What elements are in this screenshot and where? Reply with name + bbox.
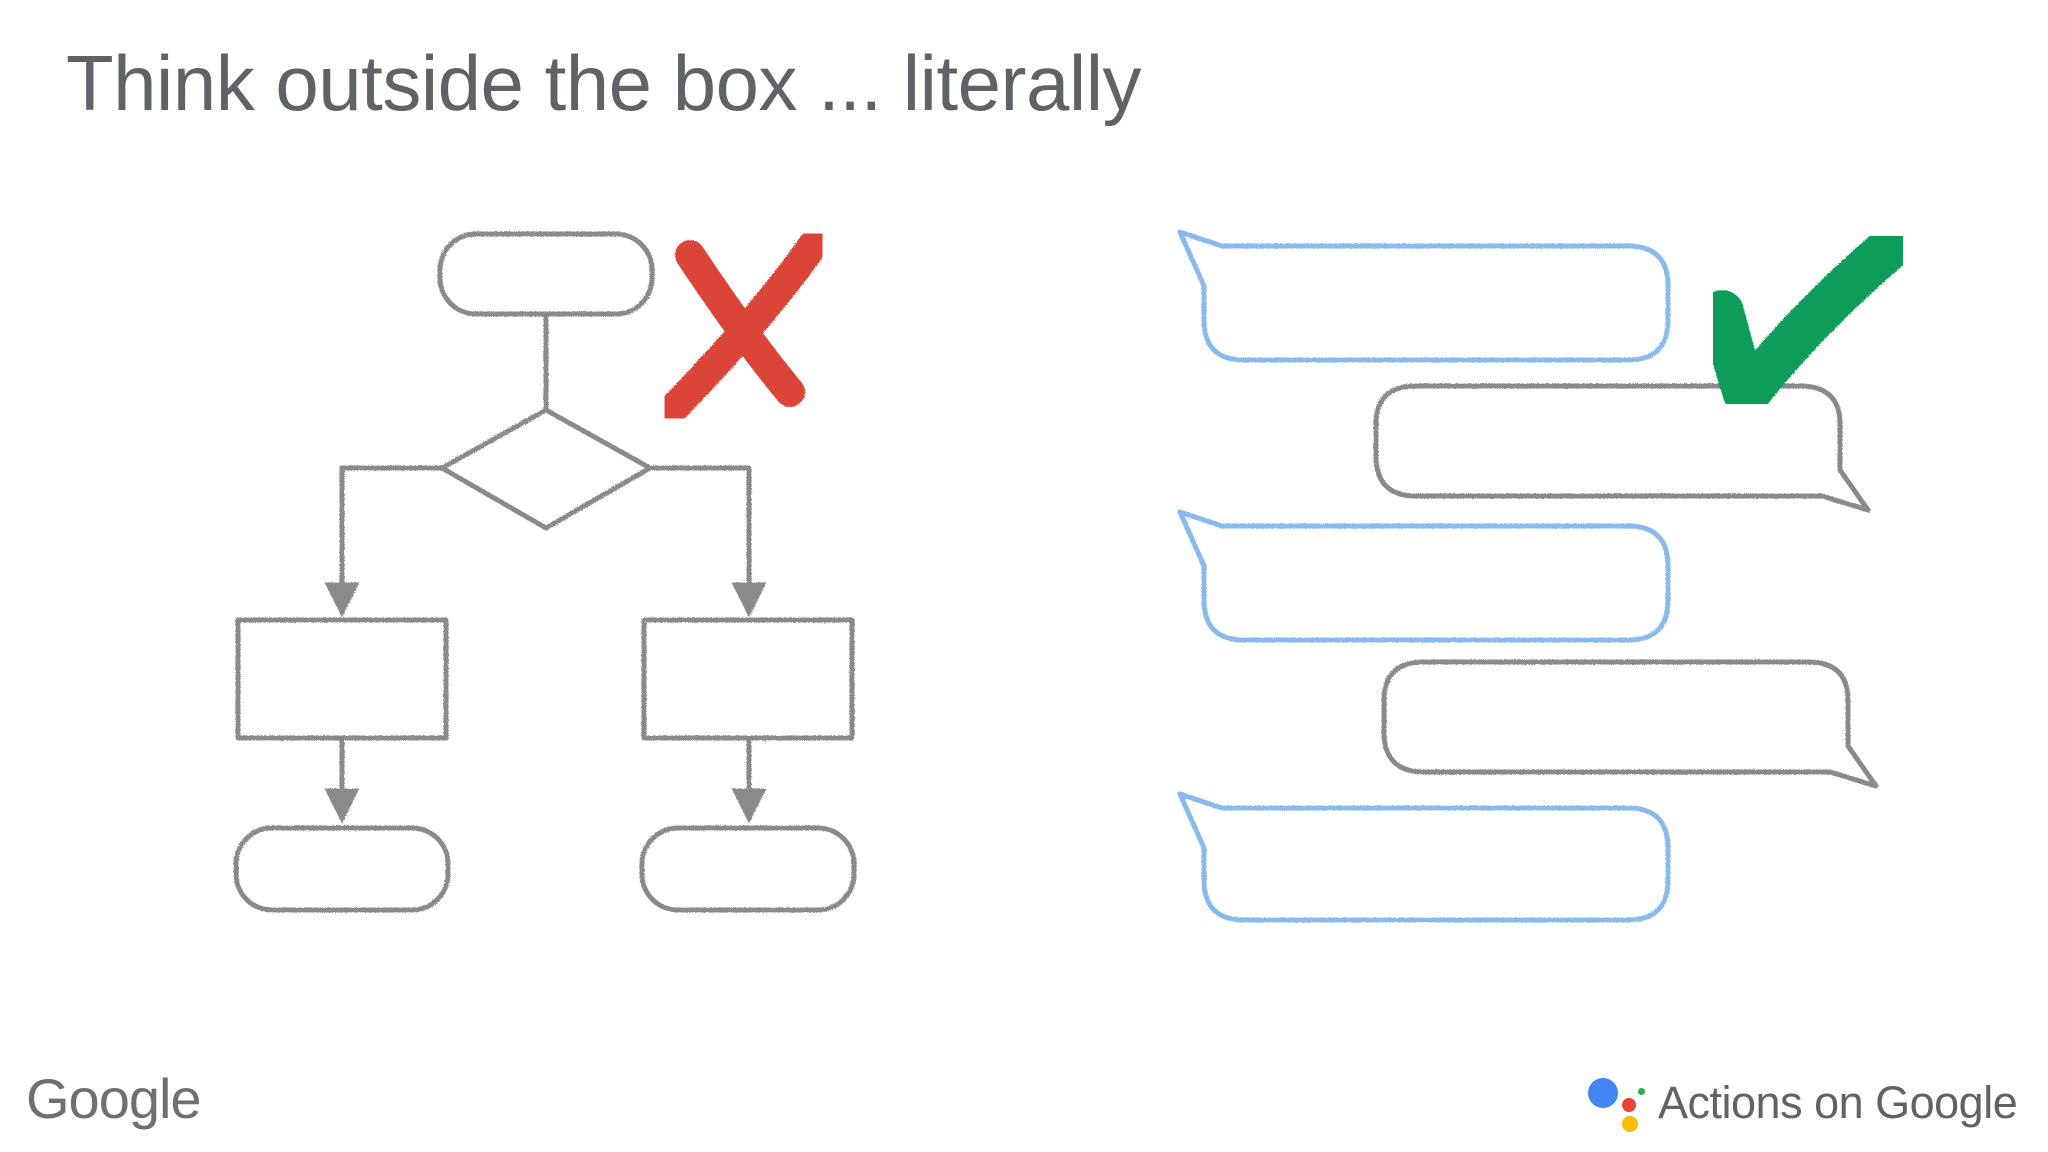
flowchart-diagram bbox=[233, 231, 857, 913]
green-check-icon bbox=[1700, 222, 1916, 418]
chat-bubble-user-2 bbox=[1177, 509, 1671, 643]
flowchart-process-left bbox=[235, 617, 449, 741]
red-x-icon bbox=[657, 227, 830, 425]
flowchart-branch-right bbox=[650, 465, 767, 618]
flowchart-start-terminal bbox=[437, 231, 655, 317]
google-logo: Google bbox=[26, 1067, 202, 1130]
slide-title: Think outside the box ... literally bbox=[66, 39, 1142, 127]
flowchart-decision-diamond bbox=[439, 407, 653, 531]
chat-bubble-user-3 bbox=[1177, 791, 1671, 923]
flowchart-process-right bbox=[641, 617, 855, 741]
chat-conversation bbox=[1177, 229, 1879, 923]
flowchart-end-terminal-left bbox=[233, 825, 451, 913]
flowchart-end-terminal-right bbox=[639, 825, 857, 913]
flowchart-branch-left bbox=[324, 465, 442, 618]
chat-bubble-agent-1 bbox=[1373, 383, 1871, 513]
chat-bubble-user-1 bbox=[1177, 229, 1671, 363]
google-assistant-icon bbox=[1586, 1072, 1650, 1134]
chat-bubble-agent-2 bbox=[1381, 659, 1879, 789]
product-name: Actions on Google bbox=[1658, 1077, 2018, 1128]
actions-on-google-branding: Actions on Google bbox=[1586, 1072, 2018, 1134]
